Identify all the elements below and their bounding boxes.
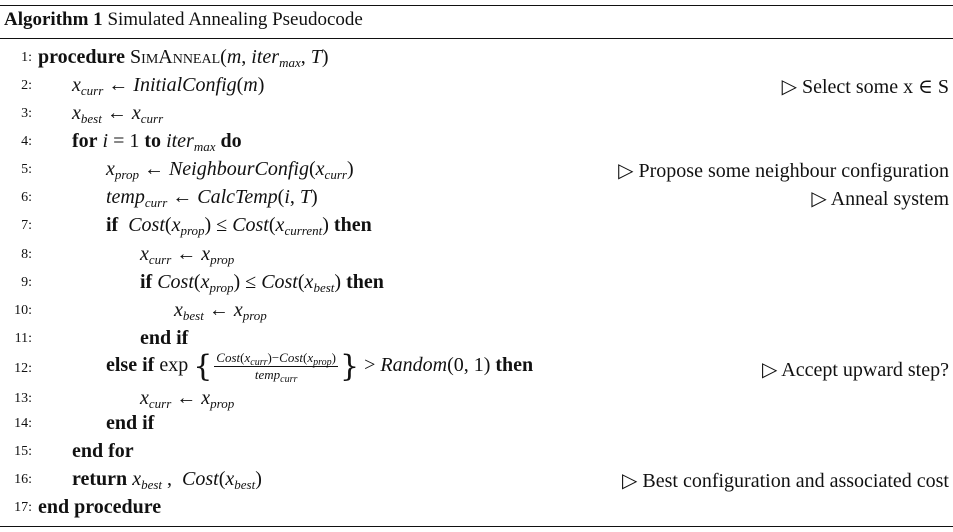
line-code: else if exp {Cost(xcurr)−Cost(xprop)temp… xyxy=(106,349,534,385)
line-code: for i = 1 to itermax do xyxy=(72,130,242,154)
line-code: end if xyxy=(106,412,155,434)
line-number: 1: xyxy=(21,50,32,65)
caption-label: Algorithm 1 xyxy=(4,9,103,30)
code-line-1: 1: procedure SimAnneal(m, itermax, T) xyxy=(0,44,953,72)
line-number: 7: xyxy=(21,218,32,233)
bottom-rule xyxy=(0,526,953,527)
code-line-6: 6: tempcurr ← CalcTemp(i, T) ▷ Anneal sy… xyxy=(0,184,953,212)
code-line-11: 11: end if xyxy=(0,325,953,353)
line-number: 16: xyxy=(14,472,32,487)
code-line-14: 14: end if xyxy=(0,410,953,438)
code-line-17: 17: end procedure xyxy=(0,494,953,522)
line-number: 10: xyxy=(14,303,32,318)
code-line-8: 8: xcurr ← xprop xyxy=(0,241,953,269)
code-line-3: 3: xbest ← xcurr xyxy=(0,100,953,128)
line-code: xprop ← NeighbourConfig(xcurr) xyxy=(106,158,354,182)
line-comment: ▷ Anneal system xyxy=(811,188,949,210)
line-code: if Cost(xprop) ≤ Cost(xcurrent) then xyxy=(106,214,372,238)
code-line-16: 16: return xbest , Cost(xbest) ▷ Best co… xyxy=(0,466,953,494)
line-comment: ▷ Best configuration and associated cost xyxy=(622,470,949,492)
line-number: 2: xyxy=(21,78,32,93)
line-code: xbest ← xcurr xyxy=(72,102,164,126)
line-comment: ▷ Propose some neighbour configuration xyxy=(618,160,949,182)
line-code: if Cost(xprop) ≤ Cost(xbest) then xyxy=(140,271,384,295)
line-number: 3: xyxy=(21,106,32,121)
top-rule xyxy=(0,5,953,6)
line-code: xcurr ← xprop xyxy=(140,387,235,411)
line-comment: ▷ Accept upward step? xyxy=(761,359,949,381)
algorithm-caption: Algorithm 1 Simulated Annealing Pseudoco… xyxy=(4,9,363,31)
code-line-15: 15: end for xyxy=(0,438,953,466)
code-line-2: 2: xcurr ← InitialConfig(m) ▷ Select som… xyxy=(0,72,953,100)
line-number: 12: xyxy=(14,361,32,376)
line-number: 13: xyxy=(14,391,32,406)
line-comment: ▷ Select some x ∈ S xyxy=(781,76,949,98)
line-number: 6: xyxy=(21,190,32,205)
line-code: end if xyxy=(140,327,189,349)
code-line-4: 4: for i = 1 to itermax do xyxy=(0,128,953,156)
line-number: 11: xyxy=(14,331,32,346)
caption-rule xyxy=(0,38,953,39)
line-code: xbest ← xprop xyxy=(174,299,267,323)
line-number: 9: xyxy=(21,275,32,290)
line-code: return xbest , Cost(xbest) xyxy=(72,468,262,492)
line-code: tempcurr ← CalcTemp(i, T) xyxy=(106,186,318,210)
line-number: 8: xyxy=(21,247,32,262)
line-code: xcurr ← InitialConfig(m) xyxy=(72,74,265,98)
line-code: end for xyxy=(72,440,134,462)
code-line-9: 9: if Cost(xprop) ≤ Cost(xbest) then xyxy=(0,269,953,297)
code-line-10: 10: xbest ← xprop xyxy=(0,297,953,325)
line-number: 4: xyxy=(21,134,32,149)
code-line-5: 5: xprop ← NeighbourConfig(xcurr) ▷ Prop… xyxy=(0,156,953,184)
line-number: 15: xyxy=(14,444,32,459)
code-line-7: 7: if Cost(xprop) ≤ Cost(xcurrent) then xyxy=(0,212,953,240)
caption-title: Simulated Annealing Pseudocode xyxy=(107,9,363,30)
code-line-13: 13: xcurr ← xprop xyxy=(0,385,953,413)
line-number: 14: xyxy=(14,416,32,431)
code-line-12: 12: else if exp {Cost(xcurr)−Cost(xprop)… xyxy=(0,349,953,389)
line-number: 17: xyxy=(14,500,32,515)
line-number: 5: xyxy=(21,162,32,177)
line-code: end procedure xyxy=(38,496,162,518)
line-code: procedure SimAnneal(m, itermax, T) xyxy=(38,46,329,70)
line-code: xcurr ← xprop xyxy=(140,243,235,267)
